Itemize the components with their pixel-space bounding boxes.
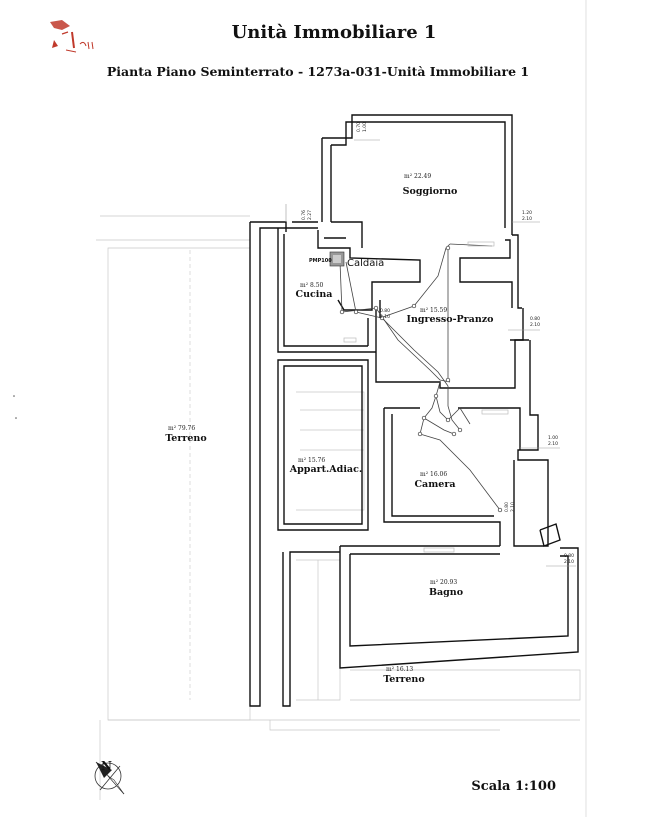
room-name: Terreno [383, 674, 424, 685]
company-logo [50, 20, 94, 53]
room-area: m² 8.50 [300, 282, 324, 289]
dimension-labels: 0.70 1.00 0.76 2.27 1.20 2.10 0.80 2.10 … [301, 122, 574, 565]
dimension-height: 2.10 [380, 314, 390, 320]
dimension-width: 0.76 [301, 210, 307, 220]
scale-label: Scala 1:100 [471, 779, 556, 794]
dimension-width: 0.80 [530, 316, 540, 322]
room-name: Ingresso-Pranzo [407, 314, 494, 325]
boiler-equipment: PMP100 Caldaia [309, 251, 384, 269]
room-area: m² 79.76 [168, 425, 195, 432]
dimension-ticks [285, 139, 576, 567]
dimension-width: 0.80 [564, 553, 574, 559]
dimension-width: 0.70 [356, 122, 362, 132]
room-name: Terreno [165, 433, 206, 444]
unit-walls [249, 114, 579, 707]
room-area: m² 16.13 [386, 666, 413, 673]
page-title: Unità Immobiliare 1 [232, 22, 437, 43]
room-name: Appart.Adiac. [289, 464, 362, 475]
dimension-height: 2.27 [307, 210, 313, 220]
north-label: N [101, 759, 112, 773]
room-area: m² 22.49 [404, 173, 431, 180]
room-labels: m² 22.49 Soggiorno m² 8.50 Cucina m² 15.… [165, 173, 493, 685]
pmp-label: PMP100 [309, 258, 332, 264]
window-markers [343, 241, 509, 553]
room-name: Bagno [429, 587, 463, 598]
room-area: m² 20.93 [430, 579, 457, 586]
page-subtitle: Pianta Piano Seminterrato - 1273a-031-Un… [107, 64, 529, 79]
room-name: Soggiorno [403, 186, 458, 197]
dimension-height: 2.10 [564, 559, 574, 565]
room-name: Camera [415, 479, 456, 490]
dimension-width: 1.00 [548, 435, 558, 441]
dimension-height: 2.10 [530, 322, 540, 328]
room-area: m² 15.76 [298, 457, 325, 464]
network-route [339, 243, 503, 513]
north-arrow-icon: N [94, 759, 125, 795]
dimension-height: 1.00 [362, 122, 368, 132]
room-area: m² 16.06 [420, 471, 447, 478]
dimension-width: 1.20 [522, 210, 532, 216]
dimension-height: 2.10 [548, 441, 558, 447]
dimension-height: 2.10 [522, 216, 532, 222]
room-name: Cucina [296, 289, 333, 300]
dimension-width: 0.80 [504, 502, 510, 512]
caldaia-label: Caldaia [347, 258, 384, 269]
dimension-width: 0.80 [380, 308, 390, 314]
room-area: m² 15.59 [420, 307, 447, 314]
parcel-outlines [96, 215, 581, 800]
dimension-height: 2.10 [510, 502, 516, 512]
